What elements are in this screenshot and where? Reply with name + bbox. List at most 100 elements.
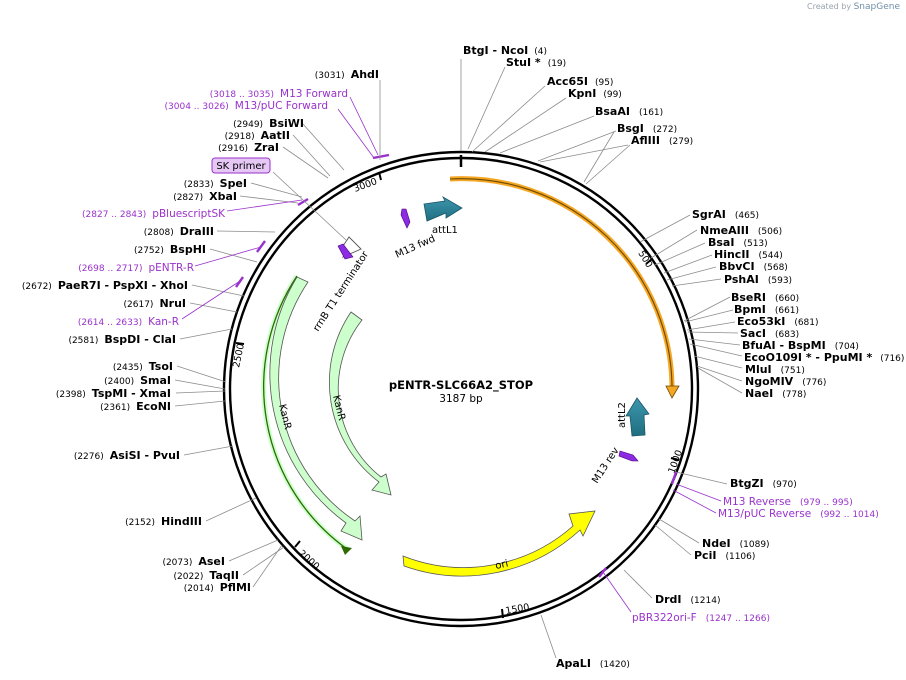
site-bspdi-clai: (2581)BspDI - ClaI [68,333,176,346]
site-ecoo109i-ppumi: EcoO109I * - PpuMI *(716) [744,351,904,364]
enzyme-bsai: BsaI [708,236,734,249]
position-eco53ki: (681) [794,318,818,328]
position-asisi: (2276) [74,452,104,462]
leader-asisi [183,445,234,456]
primer-position-pentr-r: (2698 .. 2717) [78,264,142,274]
leader-ecoo109i [689,343,743,357]
leader-hindiii [205,497,257,522]
tick-3000-mark [378,171,382,181]
site-asei: (2073)AseI [162,555,225,568]
separator: - [141,449,153,462]
tick-500-mark [645,258,653,265]
position-afliii: (279) [669,137,693,147]
enzyme-pshai: PshAI [724,273,759,286]
enzyme-bsgi: BsgI [617,122,644,135]
site-asisi-pvui: (2276)AsiSI - PvuI [74,449,180,462]
primer-position-kan-r: (2614 .. 2633) [78,318,142,328]
attl1-label: attL1 [432,225,458,236]
leader-taqii [242,546,285,576]
position-ahdi: (3031) [315,71,345,81]
enzyme-ncoi: NcoI [501,44,528,57]
leader-tsoi [176,365,227,383]
separator: - [489,44,501,57]
site-pcii: PciI(1106) [694,549,755,562]
position-bseri: (660) [775,294,799,304]
enzyme-tspmi: TspMI [92,387,128,400]
enzyme-tsoi: TsoI [149,360,173,373]
leader-m13-reverse [675,483,722,502]
enzyme-bseri: BseRI [731,291,766,304]
position-pflmi: (2014) [184,584,214,594]
site-taqii: (2022)TaqII [173,569,239,582]
enzyme-xmai: XmaI [140,387,171,400]
site-zrai: (2916)ZraI [218,141,279,154]
site-afliii: AflIII(279) [631,134,693,147]
position-bpmi: (661) [775,306,799,316]
leader-econi [174,400,226,407]
position-bspdi: (2581) [68,336,98,346]
separator: - [148,279,160,292]
leader-bsai [654,242,706,266]
leader-aatii [292,134,331,177]
separator: - [776,339,788,352]
position-bspmi: (704) [835,342,859,352]
site-apali: ApaLI(1420) [556,657,630,670]
plasmid-name: pENTR-SLC66A2_STOP [389,378,533,393]
orange-feature-arc [449,176,675,392]
enzyme-ecoo109i: EcoO109I * [744,351,812,364]
site-acc65i: Acc65I(95) [547,75,613,88]
leader-saci [687,331,739,334]
position-aatii: (2918) [225,132,255,142]
site-ngomiv: NgoMIV (776) [745,375,826,388]
tick-2500-mark [235,342,245,345]
site-tsoi: (2435)TsoI [113,360,173,373]
enzyme-ppumi: PpuMI * [824,351,873,364]
site-pflmi: (2014)PflMI [184,581,251,594]
primer-mark-pbr322ori-f [598,567,607,578]
leader-bsphi [209,248,258,263]
separator: - [101,279,113,292]
position-kpni: (99) [603,90,621,100]
leader-spei [250,182,303,198]
leader-bpmi [684,309,734,323]
leader-eco53ki [686,321,736,331]
primer-name-pbr322ori-f: pBR322ori-F [632,612,697,624]
sk-primer-box [211,157,271,174]
enzyme-pspxi: PspXI [113,279,148,292]
primer-name-kan-r: Kan-R [148,316,179,328]
enzyme-bsaai: BsaAI [595,105,630,118]
position-pcii: (1106) [725,552,755,562]
primer-name-pbluescriptsk: pBluescriptSK [152,208,226,220]
leader-afliii [539,144,629,163]
position-bsai: (513) [743,239,767,249]
leader-bsaai [499,115,595,154]
tick-1500: 1500 [505,602,531,617]
leader-stui [467,66,506,150]
leader-draiii [216,230,276,233]
attl2-label: attL2 [617,402,628,428]
leader-ndei [658,518,700,544]
position-econi: (2361) [100,403,130,413]
leader-afliii-2 [585,144,631,185]
enzyme-hincii: HincII [714,248,750,261]
site-draiii: (2808)DraIII [144,225,214,238]
backbone-features [235,153,680,578]
primer-m13-puc-reverse: M13/pUC Reverse(992 .. 1014) [718,508,879,520]
leader-smai [174,379,226,390]
primer-mark-pbluescriptsk [297,197,309,207]
enzyme-ngomiv: NgoMIV [745,375,794,388]
enzyme-bsphi: BspHI [170,243,206,256]
credit-brand: SnapGene [853,2,900,12]
orange-feature-arc-edge [449,178,673,392]
leader-pshai [671,278,722,287]
leader-kpni [484,97,567,153]
snapgene-credit: Created by SnapGene [807,2,900,12]
site-btgzi: BtgZI(970) [730,477,797,490]
enzyme-bbvci: BbvCI [719,260,755,273]
enzyme-clai: ClaI [153,333,176,346]
position-nrui: (2617) [124,300,154,310]
position-ngomiv: (776) [802,378,826,388]
position-saci: (683) [775,330,799,340]
position-drdi: (1214) [691,596,721,606]
